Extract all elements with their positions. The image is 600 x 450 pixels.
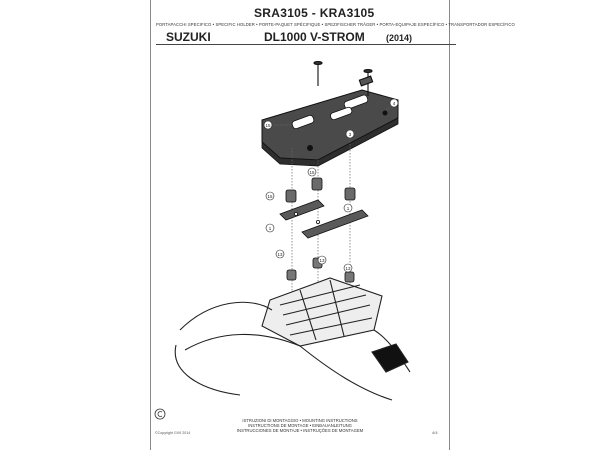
instructions-line-1: ISTRUZIONI DI MONTAGGIO • MOUNTING INSTR… (242, 418, 358, 423)
callout-15-a: 15 (263, 120, 273, 130)
lower-spacers (286, 257, 355, 283)
holder-description: PORTAPACCHI SPECIFICO • SPECIFIC HOLDER … (156, 22, 515, 27)
callout-4: 4 (389, 98, 399, 108)
callout-1-a: 1 (265, 223, 275, 233)
svg-text:13: 13 (319, 258, 325, 263)
callout-13-b: 13 (317, 255, 327, 265)
callout-3: 3 (345, 129, 355, 139)
svg-text:13: 13 (345, 266, 351, 271)
mounting-instructions-footer: ISTRUZIONI DI MONTAGGIO • MOUNTING INSTR… (150, 418, 450, 433)
part-callouts: 4 15 3 15 15 1 (263, 98, 399, 273)
svg-text:3: 3 (349, 132, 352, 137)
spacers (285, 177, 356, 203)
copyright-mark-icon (154, 408, 166, 420)
top-screws (313, 60, 374, 96)
callout-13-c: 13 (343, 263, 353, 273)
instructions-line-2: INSTRUCTIONS DE MONTAGE • EINBAUANLEITUN… (248, 423, 352, 428)
svg-text:1: 1 (347, 206, 350, 211)
copyright-text: ©Copyright GIVI 2014 (155, 431, 191, 435)
mounting-plate (261, 89, 399, 167)
svg-text:4: 4 (393, 101, 396, 106)
instructions-line-3: INSTRUCCIONES DE MONTAJE • INSTRUÇÕES DE… (236, 428, 364, 433)
header-divider (156, 44, 456, 45)
svg-text:1: 1 (269, 226, 272, 231)
vehicle-year: (2014) (386, 33, 413, 43)
right-border (449, 0, 450, 450)
left-border (150, 0, 151, 450)
flat-brackets (279, 199, 369, 239)
callout-13-a: 13 (275, 249, 285, 259)
vehicle-brand: SUZUKI (166, 30, 211, 44)
vehicle-model-name: DL1000 V-STROM (264, 30, 365, 44)
svg-text:15: 15 (267, 194, 273, 199)
callout-1-b: 1 (343, 203, 353, 213)
product-codes: SRA3105 - KRA3105 (254, 6, 375, 20)
callout-15-b: 15 (307, 167, 317, 177)
svg-text:15: 15 (265, 123, 271, 128)
page-number: 4/4 (432, 430, 438, 435)
callout-15-c: 15 (265, 191, 275, 201)
motorcycle-rear-rack (174, 277, 411, 401)
svg-text:15: 15 (309, 170, 315, 175)
svg-text:13: 13 (277, 252, 283, 257)
